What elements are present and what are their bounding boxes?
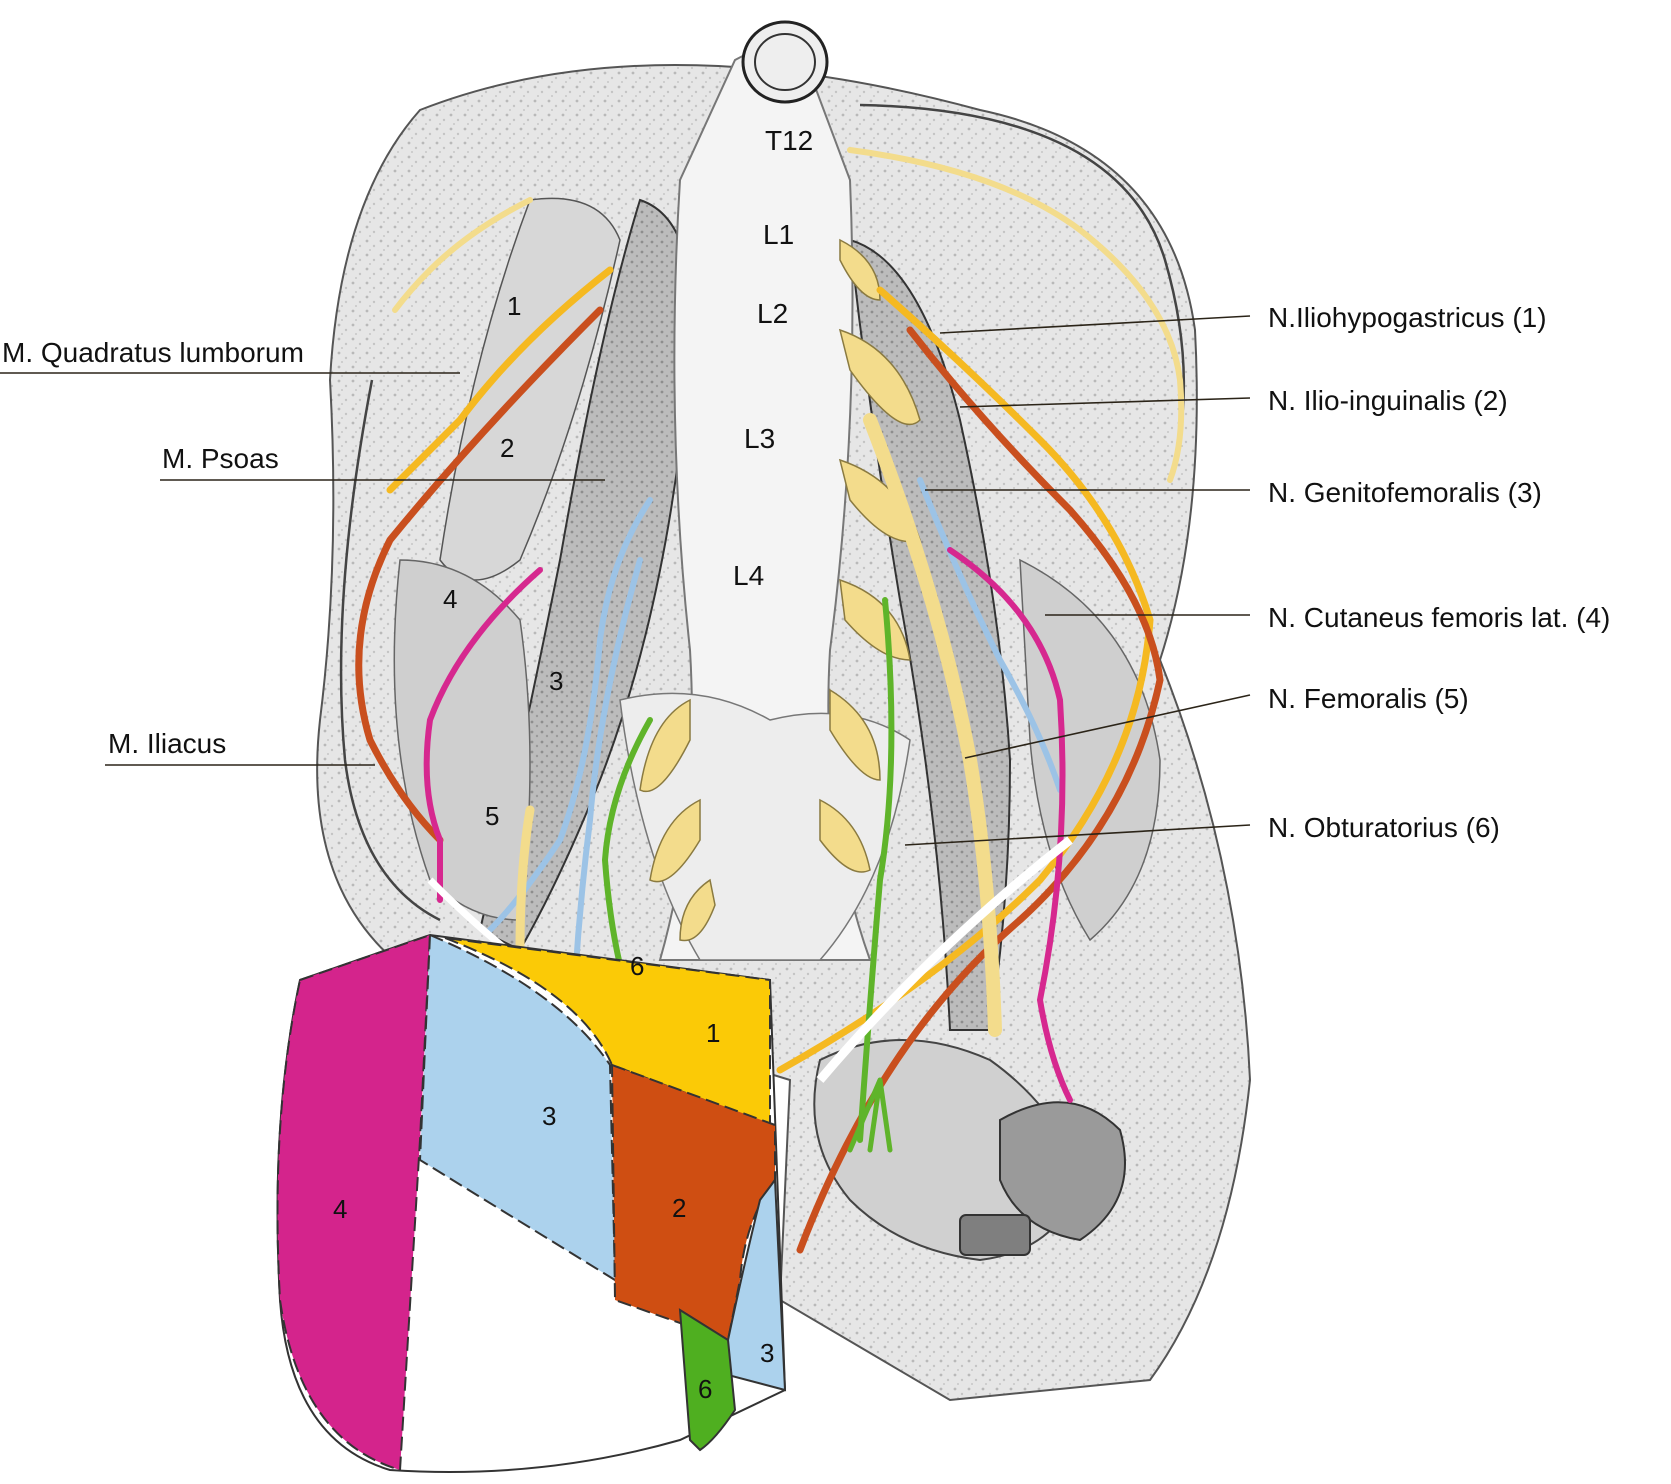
nerve-genitofemoralis-right xyxy=(917,477,1063,793)
num-nerve-3: 3 xyxy=(549,666,563,696)
num-zone-3-lower: 3 xyxy=(760,1338,774,1368)
label-psoas: M. Psoas xyxy=(162,443,279,474)
label-quadratus: M. Quadratus lumborum xyxy=(2,337,304,368)
inguinal-ligament-right xyxy=(816,836,1073,1083)
num-zone-6: 6 xyxy=(698,1374,712,1404)
nerve-twelfth-right xyxy=(847,147,1185,483)
label-n6: N. Obturatorius (6) xyxy=(1268,812,1500,843)
nerve-iliohypogastricus-right xyxy=(776,286,1154,1074)
torso-outline-left xyxy=(339,379,441,922)
nerve-femoralis-right xyxy=(863,413,1002,1037)
vertebra-l2: L2 xyxy=(757,298,788,329)
nerve-genitofemoralis-left xyxy=(487,497,653,933)
label-iliacus: M. Iliacus xyxy=(108,728,226,759)
num-nerve-5: 5 xyxy=(485,801,499,831)
num-nerve-6: 6 xyxy=(630,951,644,981)
label-n3: N. Genitofemoralis (3) xyxy=(1268,477,1542,508)
vertebra-l4: L4 xyxy=(733,560,764,591)
nerve-femoralis-left xyxy=(515,805,535,955)
zone-1-yellow xyxy=(444,937,771,1127)
femur-block-right xyxy=(959,1214,1031,1256)
nerve-obturatorius-left xyxy=(601,717,653,988)
nerve-twelfth-left xyxy=(392,197,533,313)
label-n2: N. Ilio-inguinalis (2) xyxy=(1268,385,1508,416)
num-zone-3-upper: 3 xyxy=(542,1101,556,1131)
zone-6-green xyxy=(678,1308,737,1452)
num-zone-2: 2 xyxy=(672,1193,686,1223)
nerve-cutaneus-right xyxy=(947,547,1073,1103)
num-nerve-1: 1 xyxy=(507,291,521,321)
nerve-cutaneus-left xyxy=(423,567,543,903)
num-nerve-4: 4 xyxy=(443,584,457,614)
num-nerve-2: 2 xyxy=(500,433,514,463)
nerve-genitofemoralis-left-2 xyxy=(572,557,643,983)
nerve-obturatorius-right-fan xyxy=(847,1077,893,1153)
vertebra-t12: T12 xyxy=(765,125,813,156)
vertebra-l3: L3 xyxy=(744,423,775,454)
nerve-obturatorius-right xyxy=(857,597,895,1143)
iliacus-muscle-right xyxy=(1019,558,1161,942)
leader-n2 xyxy=(959,397,1251,408)
label-n4: N. Cutaneus femoris lat. (4) xyxy=(1268,602,1610,633)
plexus-roots-left xyxy=(639,698,716,942)
label-n5: N. Femoralis (5) xyxy=(1268,683,1469,714)
nerve-ilioinguinalis-left xyxy=(355,306,604,844)
leader-n6 xyxy=(904,824,1251,846)
label-n1: N.Iliohypogastricus (1) xyxy=(1268,302,1547,333)
zone-3-blue-upper xyxy=(418,933,617,1282)
nerve-iliohypogastricus-left xyxy=(386,266,614,494)
num-zone-4: 4 xyxy=(333,1194,347,1224)
leader-n5 xyxy=(964,694,1251,759)
num-zone-1: 1 xyxy=(706,1018,720,1048)
dermatome-map xyxy=(276,933,787,1473)
nerve-ilioinguinalis-right xyxy=(796,326,1164,1254)
spinal-cord-inner xyxy=(754,33,816,91)
vertebra-l1: L1 xyxy=(763,219,794,250)
plexus-roots-right xyxy=(819,238,921,873)
quadratus-muscle-left xyxy=(439,197,621,581)
zone-4-magenta xyxy=(276,933,432,1472)
leader-n1 xyxy=(939,315,1251,334)
